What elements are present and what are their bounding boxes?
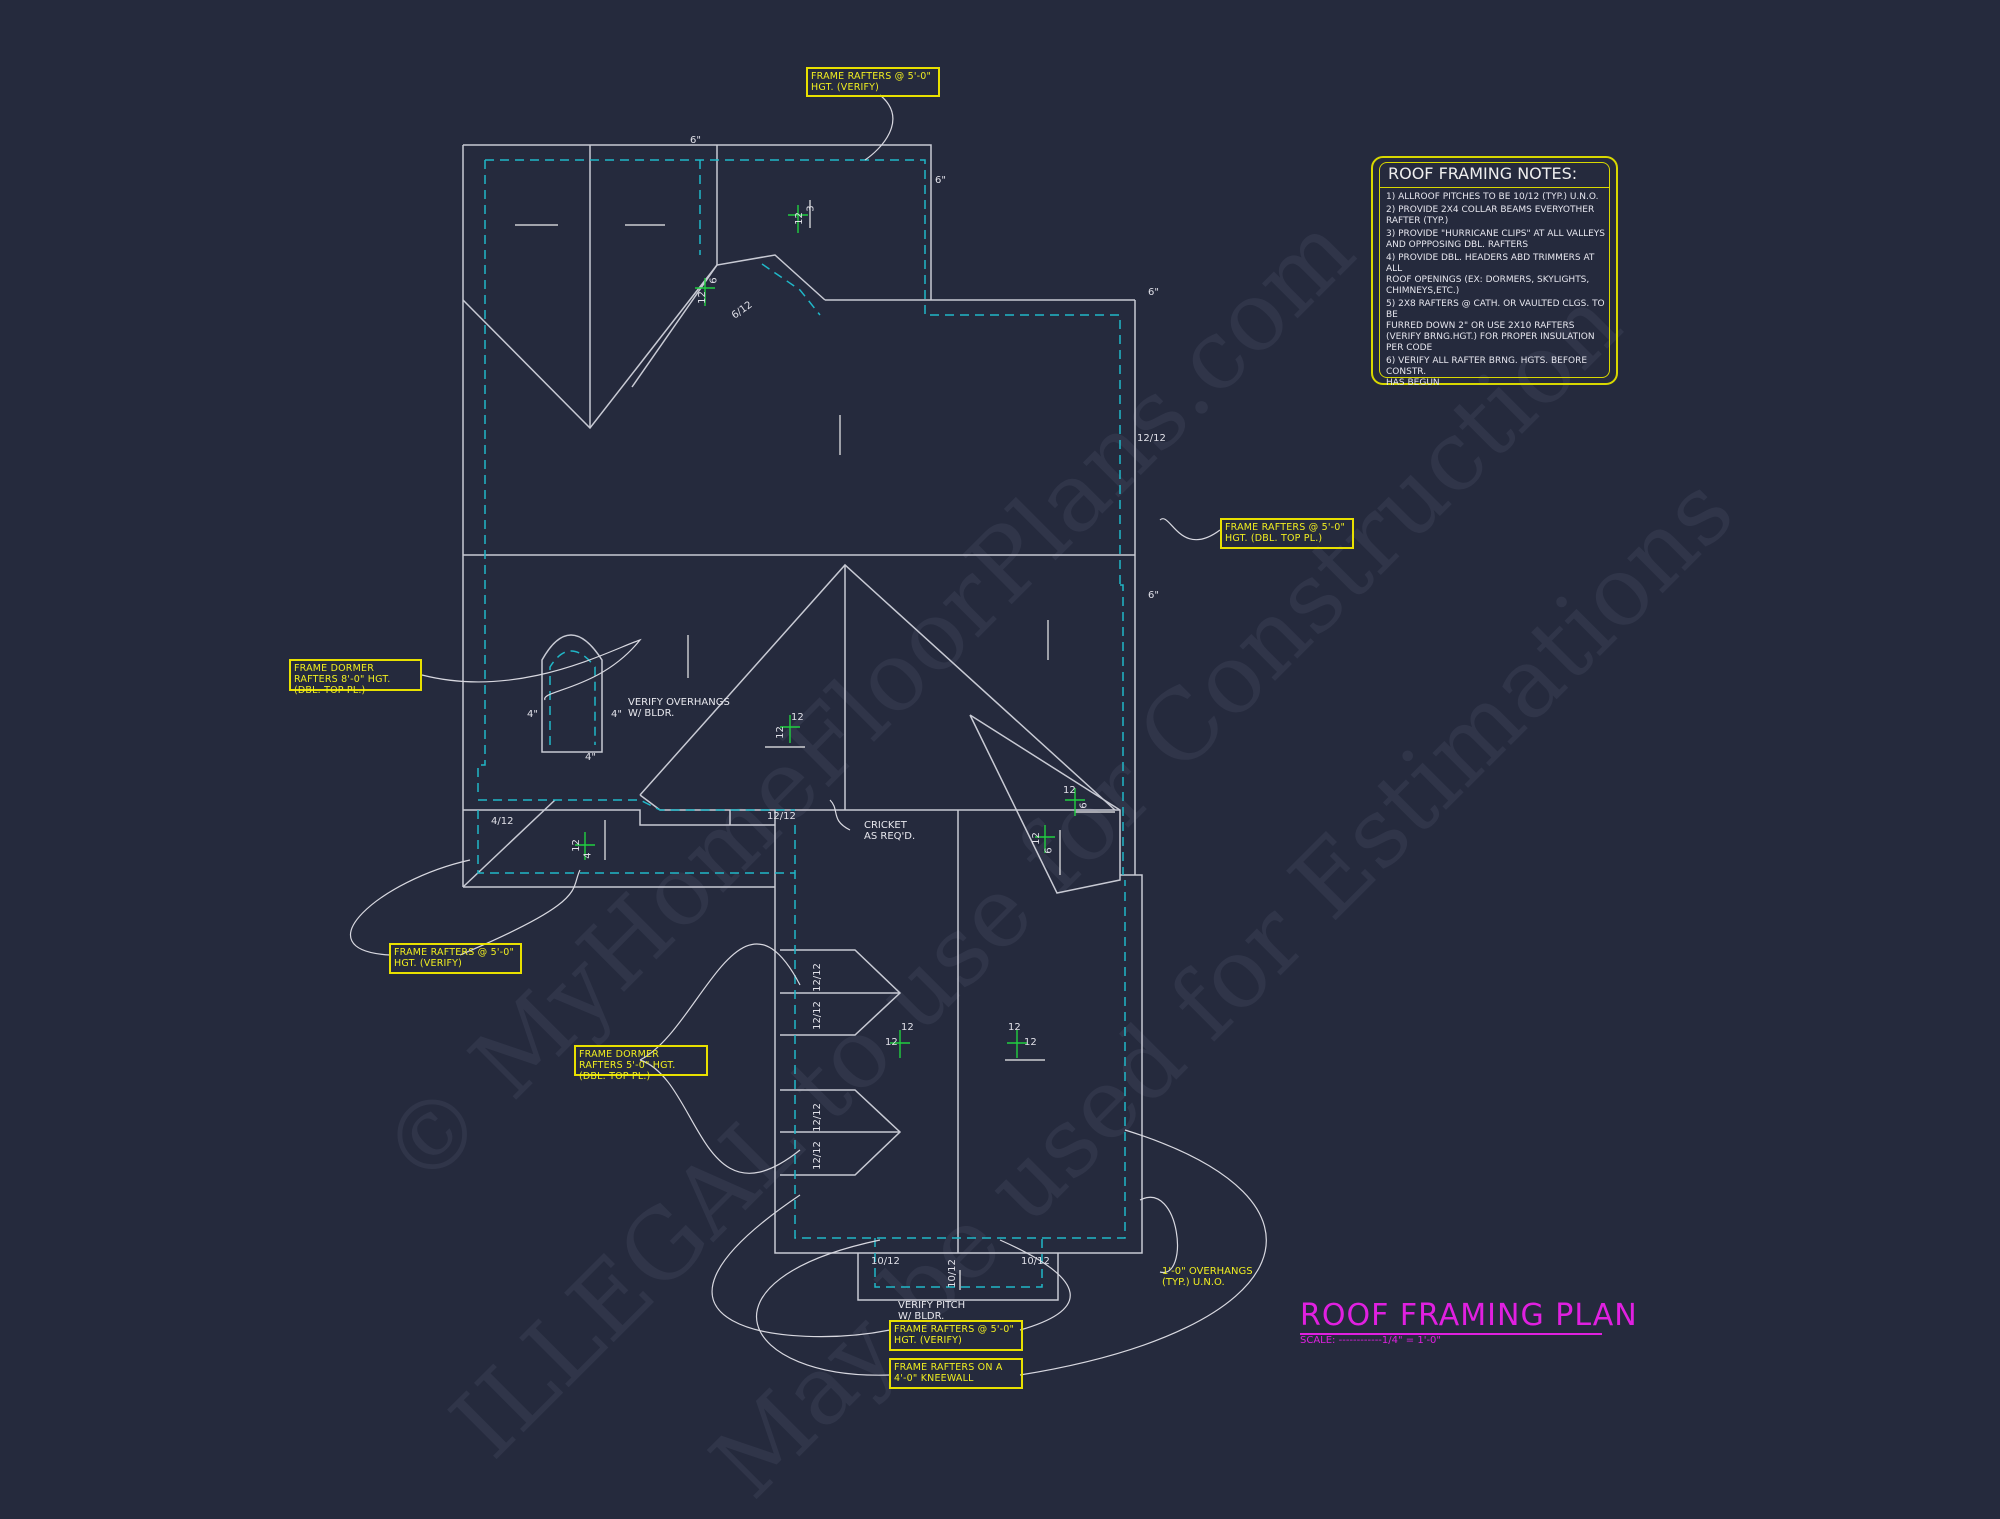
pitch-label-dormer-1b: 12/12 bbox=[811, 1001, 823, 1030]
leader-lines bbox=[350, 94, 1267, 1376]
leader-dormer-left bbox=[421, 638, 642, 701]
plan-scale: SCALE: ------------1/4" = 1'-0" bbox=[1300, 1335, 1442, 1346]
pitch-label-dormer-2a: 12/12 bbox=[811, 1103, 823, 1132]
pitch-label-dormer-2b: 12/12 bbox=[811, 1141, 823, 1170]
pitch-mark bbox=[1007, 1030, 1027, 1058]
dimension-label: 6" bbox=[935, 175, 946, 186]
pitch-mark bbox=[575, 832, 595, 860]
callout-dormer-mid: FRAME DORMER RAFTERS 5'-0" HGT. (DBL. TO… bbox=[574, 1045, 708, 1082]
pitch-number: 12 bbox=[1008, 1022, 1021, 1033]
leader-right bbox=[1159, 518, 1221, 541]
note-item: 6) VERIFY ALL RAFTER BRNG. HGTS. BEFORE … bbox=[1386, 356, 1588, 388]
callout-bottom-1: FRAME RAFTERS @ 5'-0" HGT. (VERIFY) bbox=[889, 1320, 1023, 1351]
pitch-label-10-12-a: 10/12 bbox=[871, 1256, 900, 1267]
gable-center-base bbox=[639, 794, 1120, 811]
pitch-number: 12 bbox=[901, 1022, 914, 1033]
leader-dormer-mid bbox=[639, 943, 801, 1174]
note-item: 3) PROVIDE "HURRICANE CLIPS" AT ALL VALL… bbox=[1386, 229, 1605, 250]
pitch-marks bbox=[575, 205, 1085, 1058]
note-item: 4) PROVIDE DBL. HEADERS ABD TRIMMERS AT … bbox=[1386, 253, 1595, 296]
hip-left-top bbox=[462, 264, 718, 430]
callout-left-low: FRAME RAFTERS @ 5'-0" HGT. (VERIFY) bbox=[389, 943, 522, 974]
roof-outline bbox=[462, 144, 1143, 1301]
pitch-number: 12 bbox=[1063, 785, 1076, 796]
dimension-label: 4" bbox=[585, 752, 596, 763]
garage-outline bbox=[774, 810, 1143, 1254]
pitch-number: 6 bbox=[1078, 802, 1090, 809]
callout-top: FRAME RAFTERS @ 5'-0" HGT. (VERIFY) bbox=[806, 67, 940, 97]
pitch-label-12-12-mid: 12/12 bbox=[767, 811, 796, 822]
overhangs-typ-note: 1'-0" OVERHANGS (TYP.) U.N.O. bbox=[1162, 1266, 1253, 1288]
verify-pitch-note: VERIFY PITCH W/ BLDR. bbox=[898, 1300, 966, 1322]
roof-framing-notes-inner bbox=[1379, 162, 1610, 378]
roof-framing-notes-title: ROOF FRAMING NOTES: bbox=[1388, 164, 1578, 183]
pitch-label-10-12-c: 10/12 bbox=[946, 1259, 958, 1288]
note-item: 2) PROVIDE 2x4 COLLAR BEAMS EVERYOTHER R… bbox=[1386, 205, 1595, 226]
pitch-number: 12 bbox=[1024, 1037, 1037, 1048]
pitch-number: 12 bbox=[793, 212, 805, 225]
note-item: 5) 2x8 RAFTERS @ CATH. OR VAULTED CLGS. … bbox=[1386, 299, 1605, 353]
roof-framing-notes-panel bbox=[1371, 156, 1618, 385]
plan-title-underline bbox=[1300, 1333, 1602, 1335]
pitch-number: 12 bbox=[885, 1037, 898, 1048]
pitch-label-4-12: 4/12 bbox=[491, 816, 514, 827]
leader-top bbox=[864, 94, 894, 161]
pitch-mark bbox=[1035, 825, 1055, 853]
pitch-mark bbox=[890, 1030, 910, 1058]
hip-lower-left bbox=[462, 799, 556, 888]
pitch-mark bbox=[1065, 788, 1085, 816]
valley-top bbox=[631, 254, 826, 388]
gable-center bbox=[639, 563, 1116, 811]
wall-right-lower bbox=[1120, 584, 1124, 875]
wall-valley-top bbox=[761, 263, 821, 316]
wall-upper bbox=[485, 159, 1121, 585]
notes-divider bbox=[1379, 187, 1610, 188]
note-item: 1) ALLROOF PITCHES TO BE 10/12 (TYP.) U.… bbox=[1386, 192, 1599, 202]
pitch-label-dormer-1a: 12/12 bbox=[811, 963, 823, 992]
leader-cricket bbox=[829, 799, 851, 831]
pitch-number: 12 bbox=[774, 726, 786, 739]
leader-bottom bbox=[711, 1129, 1267, 1376]
slope-arrows bbox=[515, 200, 1115, 1290]
callout-bottom-2: FRAME RAFTERS ON A 4'-0" KNEEWALL bbox=[889, 1358, 1023, 1389]
wall-lower-wing-top bbox=[478, 799, 795, 811]
dimension-label: 6" bbox=[690, 135, 701, 146]
bottom-bay bbox=[857, 1253, 1059, 1301]
pitch-number: 3 bbox=[805, 205, 817, 212]
pitch-number: 4 bbox=[582, 852, 594, 859]
pitch-label-10-12-b: 10/12 bbox=[1021, 1256, 1050, 1267]
pitch-number: 6 bbox=[708, 277, 720, 284]
roof-framing-notes-list: 1) ALLROOF PITCHES TO BE 10/12 (TYP.) U.… bbox=[1386, 192, 1608, 391]
roof-edge-upper bbox=[463, 144, 932, 300]
pitch-number: 6 bbox=[1043, 847, 1055, 854]
dimension-label: 4" bbox=[611, 709, 622, 720]
pitch-mark bbox=[788, 205, 808, 233]
callout-dormer-left: FRAME DORMER RAFTERS 8'-0" HGT. (DBL. TO… bbox=[289, 659, 422, 696]
plan-title: ROOF FRAMING PLAN bbox=[1300, 1298, 1638, 1333]
wall-garage bbox=[794, 825, 1126, 1239]
dimension-label: 6" bbox=[1148, 590, 1159, 601]
dimension-label: 4" bbox=[527, 709, 538, 720]
wall-left bbox=[477, 160, 486, 795]
dimension-label: 6" bbox=[1148, 287, 1159, 298]
pitch-mark bbox=[780, 715, 800, 743]
wall-arched-dormer bbox=[549, 650, 596, 745]
pitch-number: 12 bbox=[570, 839, 582, 852]
leader-left-low bbox=[350, 859, 581, 956]
pitch-number: 12 bbox=[696, 291, 708, 304]
leader-overhangs bbox=[1139, 1196, 1178, 1273]
pitch-mark bbox=[695, 278, 715, 306]
valley-right bbox=[969, 714, 1121, 894]
wall-left-lower bbox=[477, 810, 795, 874]
cricket-note: CRICKET AS REQ'D. bbox=[864, 820, 916, 842]
pitch-label-12-12-right: 12/12 bbox=[1137, 433, 1166, 444]
verify-overhangs-note: VERIFY OVERHANGS W/ BLDR. bbox=[628, 697, 730, 719]
wall-lines bbox=[477, 159, 1126, 1288]
pitch-number: 12 bbox=[1030, 832, 1042, 845]
callout-right: FRAME RAFTERS @ 5'-0" HGT. (DBL. TOP PL.… bbox=[1220, 518, 1354, 549]
pitch-number: 12 bbox=[791, 712, 804, 723]
lower-wing-left bbox=[463, 809, 775, 826]
arched-dormer bbox=[541, 634, 603, 753]
